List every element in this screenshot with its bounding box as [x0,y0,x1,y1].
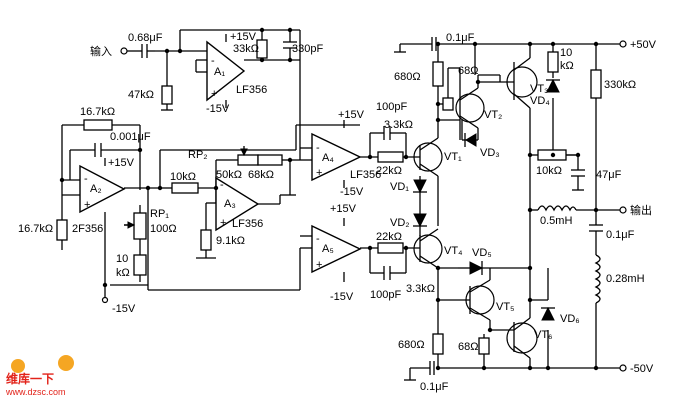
a5-pos-supply: +15V [330,203,357,215]
vt4-label: VT₄ [444,245,463,257]
watermark-url: www.dzsc.com [5,387,66,397]
vt6-label: VT₆ [534,329,553,341]
vt1-label: VT₁ [444,151,462,163]
a1-label: A₁ [214,66,225,78]
r10k-mid-label: 10kΩ [536,165,562,177]
a5-neg-supply: -15V [330,291,354,303]
c01-out-label: 0.1μF [606,229,635,241]
watermark: 维库一下 www.dzsc.com [5,355,74,397]
rp2-val: 50kΩ [216,169,242,181]
vd2-label: VD₂ [390,217,410,229]
vd3-label: VD₃ [480,147,500,159]
pos50-terminal [619,40,627,48]
r10k-b-label: kΩ [116,267,130,279]
r10k-top-a-label: 10 [560,47,572,59]
output-terminal [619,206,627,214]
c-in-label: 0.68μF [128,32,163,44]
r3k3-top-label: 3.3kΩ [384,119,413,131]
svg-text:+: + [211,88,217,100]
rp2-label: RP₂ [188,149,208,161]
a2-part: 2F356 [72,223,103,235]
a5-label: A₅ [322,243,334,255]
a1-pos-supply: +15V [230,31,257,43]
a2-neg-terminal [101,296,109,304]
wiring [61,29,620,380]
c-bot-label: 0.1μF [420,381,449,393]
a2-label: A₂ [90,183,102,195]
l05-label: 0.5mH [540,215,572,227]
svg-text:+: + [316,259,322,271]
neg50-label: -50V [630,363,654,375]
output-label: 输出 [630,203,652,217]
junction-nodes [59,27,599,371]
r22k-top-label: 22kΩ [376,165,402,177]
r330k-label: 330kΩ [604,79,636,91]
neg50-terminal [619,364,627,372]
r68-bot-label: 68Ω [458,341,478,353]
a3-part: LF356 [232,218,263,230]
a4-part: LF356 [350,169,381,181]
vt5-label: VT₅ [496,301,515,313]
text-labels: 输入 -50V +50V 输出 -50V A₁ LF356 A₂ 2F356 A… [18,31,657,393]
r680-top-label: 680Ω [394,71,421,83]
r68-top-label: 68Ω [458,65,478,77]
r10k-top-b-label: kΩ [560,60,574,72]
r-a2f-label: 16.7kΩ [80,106,115,118]
svg-text:+: + [220,217,226,229]
a4-label: A₄ [322,152,334,164]
svg-text:-: - [220,179,224,191]
a3-label: A₃ [224,198,236,210]
c-a1f-label: 330pF [292,43,323,55]
watermark-brand: 维库一下 [6,371,54,386]
a1-part: LF356 [236,84,267,96]
vd4-label: VD₄ [530,95,550,107]
r680-bot-label: 680Ω [398,339,425,351]
c-a2f-label: 0.001μF [110,131,151,143]
r-a2in-label: 16.7kΩ [18,223,53,235]
r-a1f-label: 33kΩ [233,43,259,55]
r-a3in-label: 10kΩ [170,171,196,183]
r22k-bot-label: 22kΩ [376,231,402,243]
vt3-label: VT₃ [530,83,549,95]
pos50-text: +50V [630,39,657,51]
c-top-label: 0.1μF [446,32,475,44]
c100p-top-label: 100pF [376,101,407,113]
r-a3g-label: 9.1kΩ [216,235,245,247]
svg-text:-: - [84,173,88,185]
a1-neg-supply: -15V [206,103,230,115]
rp1-val: 100Ω [150,223,177,235]
vd1-label: VD₁ [390,181,409,193]
rp1-label: RP₁ [150,208,169,220]
r-in-label: 47kΩ [128,89,154,101]
input-label: 输入 [90,44,112,58]
r3k3-bot-label: 3.3kΩ [406,283,435,295]
a4-pos-supply: +15V [338,109,365,121]
r-a3f-label: 68kΩ [248,169,274,181]
c47u-label: 47μF [596,169,622,181]
svg-text:-: - [211,55,215,67]
components [56,37,603,381]
a4-neg-supply: -15V [340,186,364,198]
r10k-a-label: 10 [116,253,128,265]
svg-text:+: + [316,167,322,179]
l028-label: 0.28mH [606,273,645,285]
vt2-label: VT₂ [484,109,502,121]
a2-pos-supply: +15V [108,157,135,169]
svg-text:+: + [84,199,90,211]
vd6-label: VD₆ [560,313,580,325]
svg-text:-: - [316,142,320,154]
input-terminal [120,47,128,55]
svg-text:-: - [316,233,320,245]
c100p-bot-label: 100pF [370,289,401,301]
vd5-label: VD₅ [472,247,492,259]
a2-neg-supply: -15V [112,303,136,315]
